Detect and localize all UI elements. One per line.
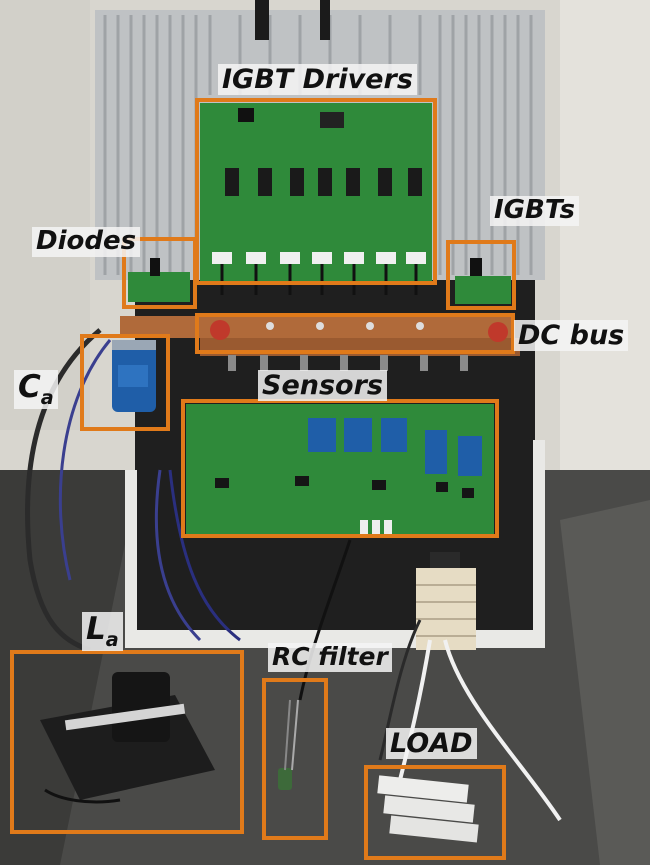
- ca-box: [80, 334, 170, 431]
- label-ca: Ca: [14, 369, 58, 410]
- label-la: La: [82, 611, 123, 652]
- load-box: [364, 765, 506, 860]
- igbts-box: [446, 240, 516, 310]
- table-edge-right: [560, 500, 650, 865]
- label-ca-main: C: [18, 369, 41, 405]
- diode-component: [150, 258, 160, 276]
- sensors-box: [181, 399, 499, 538]
- bus-standoffs: [228, 355, 468, 371]
- label-ca-sub: a: [40, 386, 54, 410]
- igbt-driver-board: [200, 103, 432, 295]
- la-box: [10, 650, 244, 834]
- wall-panel-right: [560, 0, 650, 520]
- label-la-sub: a: [105, 628, 119, 652]
- label-diodes: Diodes: [32, 226, 141, 257]
- wire: [168, 469, 241, 642]
- label-sensors: Sensors: [258, 370, 387, 402]
- label-dc-bus: DC bus: [514, 320, 629, 352]
- load-resistors: [377, 775, 479, 843]
- label-load: LOAD: [386, 728, 477, 760]
- wire: [443, 639, 562, 822]
- frame-post-right: [533, 440, 545, 640]
- igbt-component: [470, 258, 482, 276]
- wire: [154, 469, 202, 642]
- igbt-board: [455, 276, 511, 304]
- sensor-board: [186, 404, 494, 534]
- wire: [298, 539, 352, 701]
- capacitor-ca: [112, 340, 156, 412]
- label-rc-filter: RC filter: [268, 642, 392, 672]
- terminal-block: [416, 552, 476, 650]
- frame-post-left: [125, 470, 137, 640]
- label-igbt-drivers: IGBT Drivers: [218, 64, 417, 96]
- label-la-main: L: [86, 611, 106, 647]
- wire: [378, 619, 422, 761]
- igbt-drivers-box: [195, 98, 437, 285]
- wall-panel-left: [0, 0, 90, 430]
- dc-bus-box: [195, 313, 515, 354]
- rc-filter-box: [262, 678, 328, 840]
- table-shadow-left: [0, 470, 140, 865]
- inductor-la: [40, 672, 215, 804]
- cable: [25, 328, 102, 653]
- cable: [58, 339, 112, 581]
- rc-filter: [278, 699, 299, 790]
- diode-board: [128, 272, 190, 302]
- label-igbts: IGBTs: [490, 195, 579, 226]
- diodes-box: [122, 237, 197, 309]
